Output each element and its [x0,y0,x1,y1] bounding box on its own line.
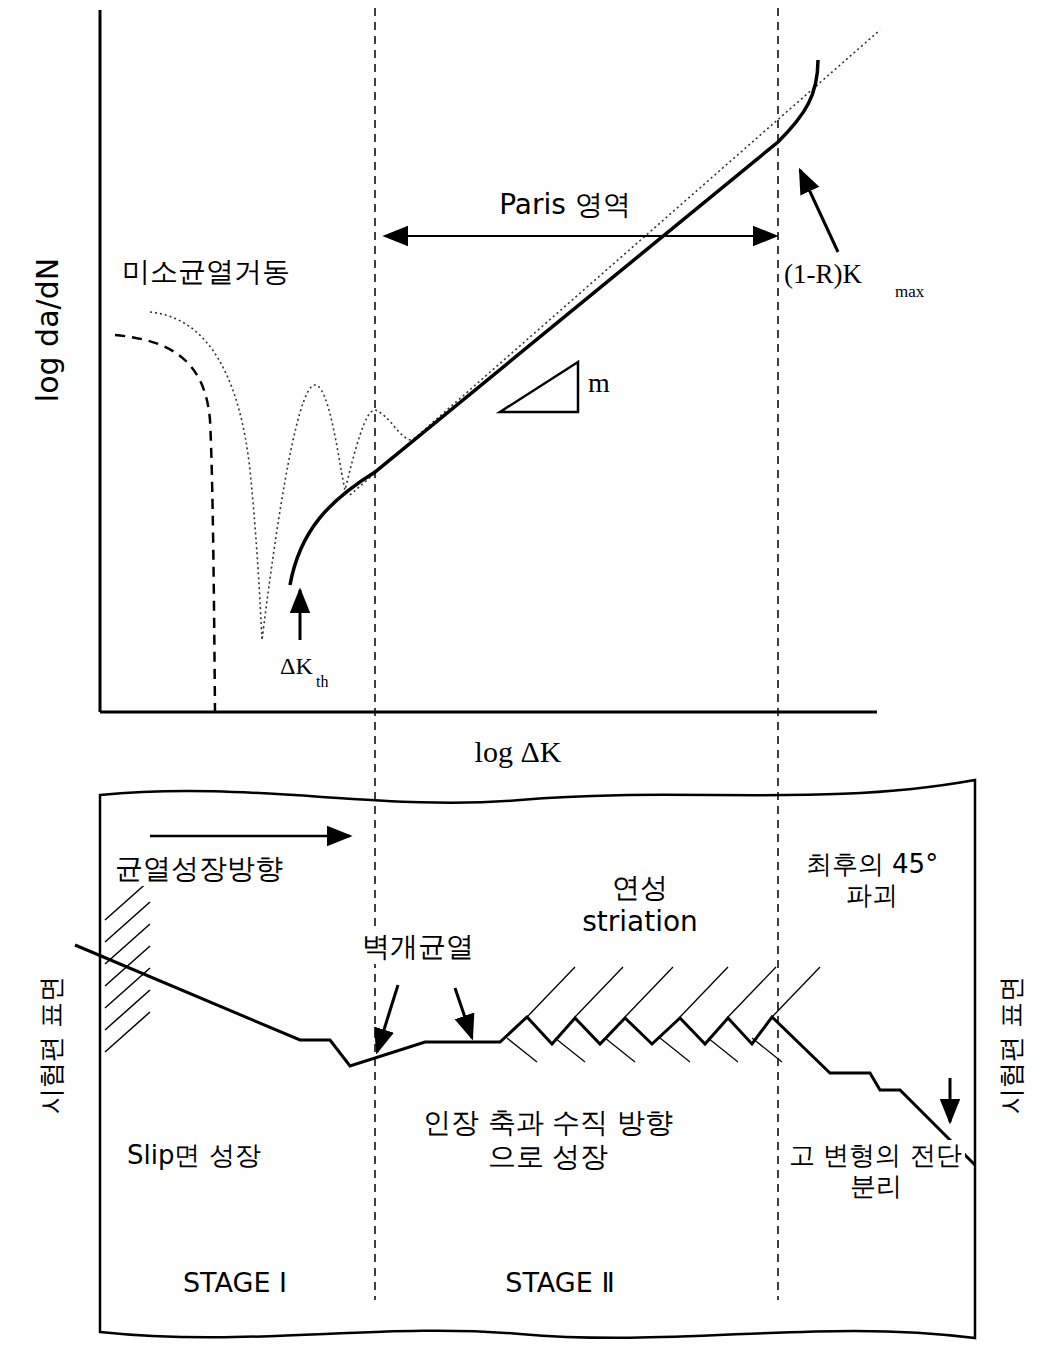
text-label: 연성 striation [563,871,717,938]
paris-range-arrow [385,235,776,237]
cleavage-arrow [377,985,398,1052]
text-label: Paris 영역 [497,188,633,222]
text-label: th [314,672,330,691]
text-label: (1-R)K [782,258,864,290]
specimen-panel [100,780,975,1338]
chart-axes [100,10,877,712]
threshold-arrow [299,590,302,640]
text-label: 인장 축과 수직 방향으로 성장 [416,1106,680,1173]
stage-boundary [375,8,778,1300]
text-label: 벽개균열 [360,930,476,964]
text-label: ΔK [278,652,315,681]
text-label: log ΔK [473,734,564,770]
text-label: 균열성장방향 [113,852,285,886]
cleavage-arrow [455,988,472,1038]
text-label: 시험편 표면 [996,974,1027,1116]
text-label: 시험편 표면 [36,974,67,1116]
text-label: 고 변형의 전단분리 [786,1140,965,1202]
text-label: log da/dN [30,256,66,404]
text-label: 최후의 45° 파괴 [800,849,944,911]
text-label: max [893,282,926,302]
text-label: m [586,366,612,400]
short-crack-dashed-curve [115,335,215,712]
text-label: 미소균열거동 [120,255,292,289]
text-label: STAGE Ⅰ [181,1267,289,1299]
text-label: STAGE Ⅱ [503,1267,616,1299]
slope-triangle [500,362,578,412]
growth-direction-arrow [150,835,350,838]
crack-growth-curve [290,60,818,585]
kmax-arrow [800,170,838,252]
text-label: Slip면 성장 [125,1140,263,1171]
microcrack-dotted-curve [150,312,412,640]
striation-lines [507,967,820,1062]
final-fracture-arrow [949,1078,952,1122]
